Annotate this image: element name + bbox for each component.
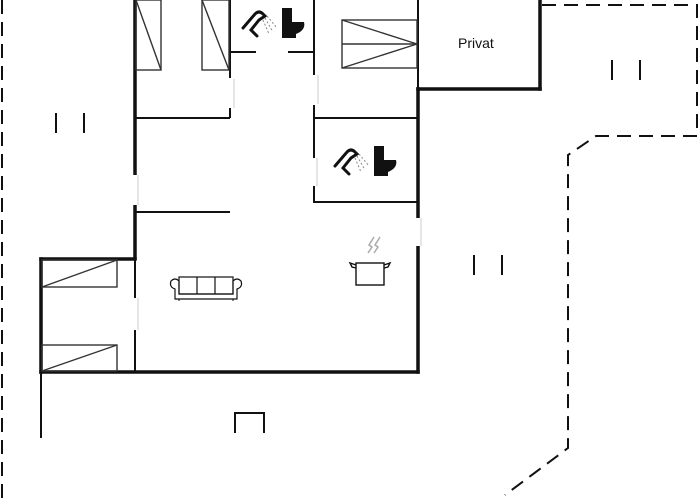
bed-2 [201,0,230,71]
bed-3 [41,259,118,288]
interior-walls [134,0,419,372]
toilet-icon [374,146,397,176]
bed-4 [41,344,118,372]
shower-icon [333,148,370,176]
room-label-privat: Privat [458,35,494,51]
exterior-walls [39,0,542,438]
sofa-icon [169,276,243,301]
entrance-step [234,412,265,433]
window-markers [55,60,641,275]
cooking-pot-icon [348,236,392,286]
toilet-icon [282,8,305,38]
terrace-outline-right [504,4,698,496]
bunk-bed [341,19,418,69]
shower-icon [241,10,278,38]
door-openings [132,75,422,330]
bed-1 [135,0,162,71]
